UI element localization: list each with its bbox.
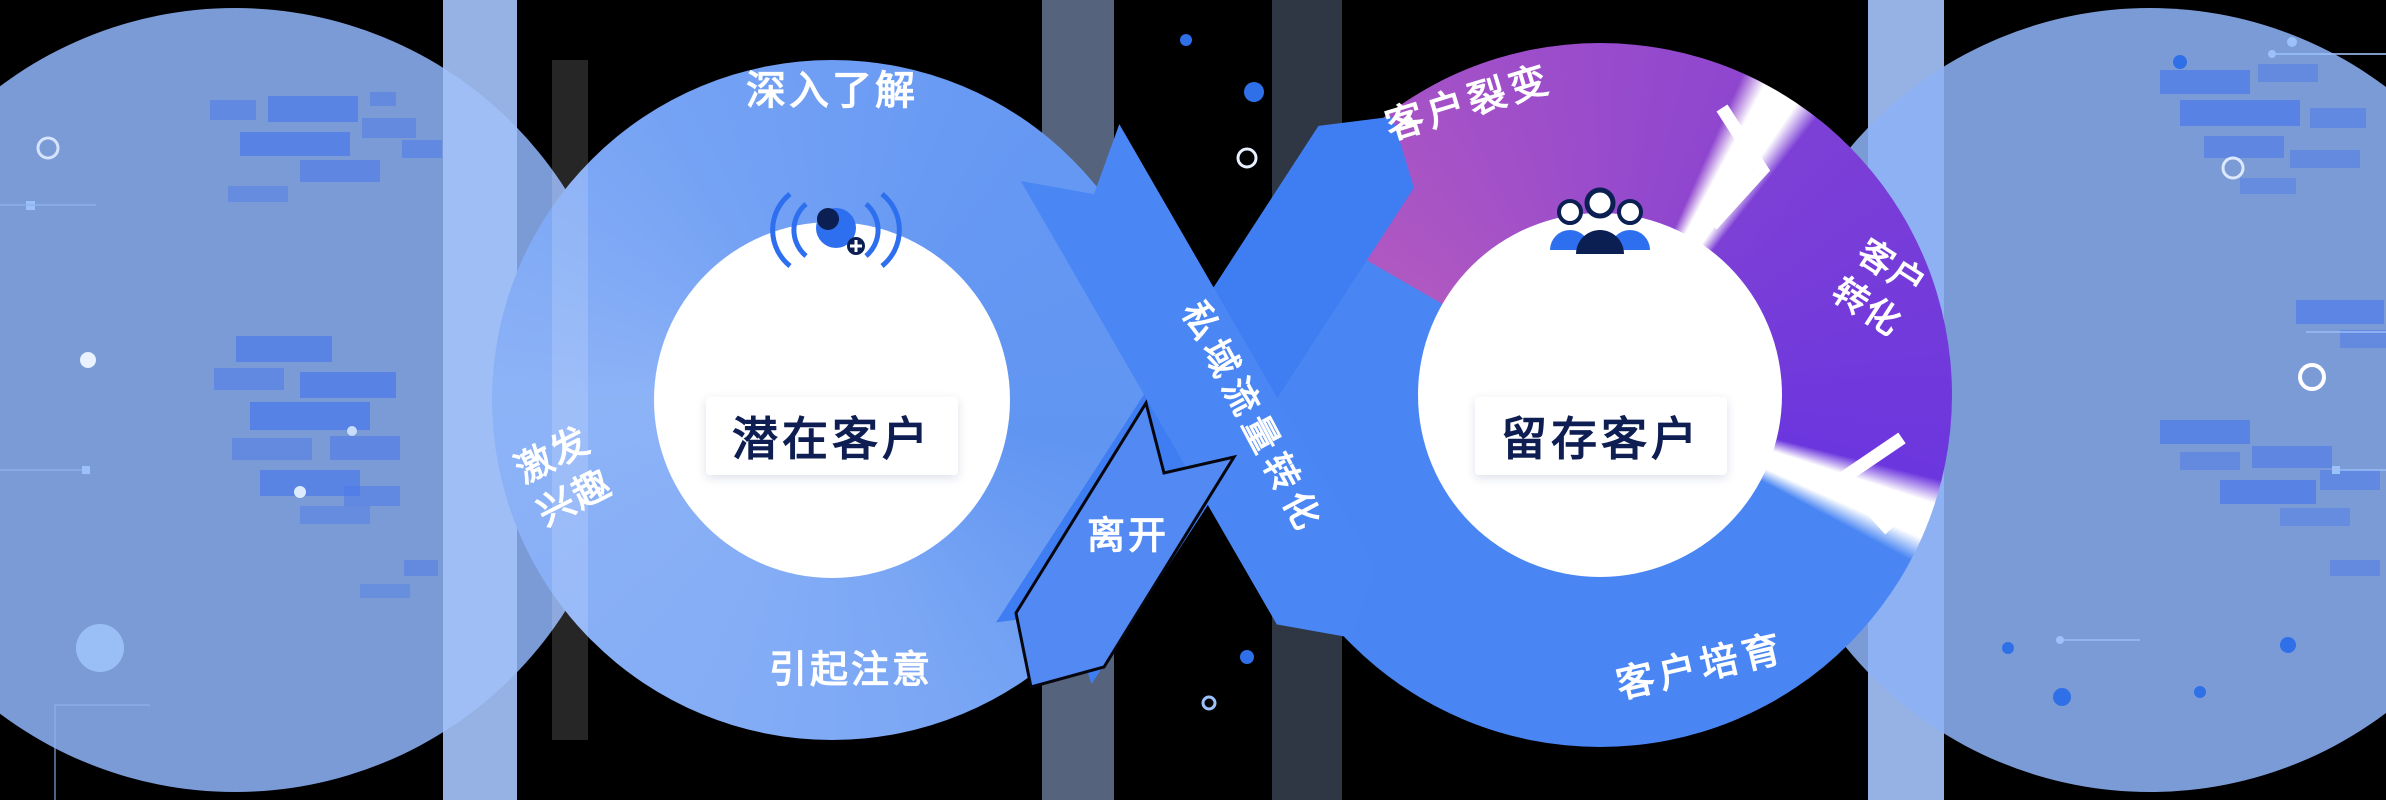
retention-center-label: 留存客户 xyxy=(1475,397,1727,475)
leave-label: 离开 xyxy=(1086,513,1170,558)
stage-label-understand: 深入了解 xyxy=(746,68,918,114)
prospect-center-label: 潜在客户 xyxy=(706,397,958,475)
stage-label-attention: 引起注意 xyxy=(768,647,934,692)
right-pixel-mosaic xyxy=(2160,64,2386,576)
retention-ring-center xyxy=(1418,213,1782,577)
left-pixel-mosaic xyxy=(210,92,442,598)
dot-ring xyxy=(36,136,60,160)
